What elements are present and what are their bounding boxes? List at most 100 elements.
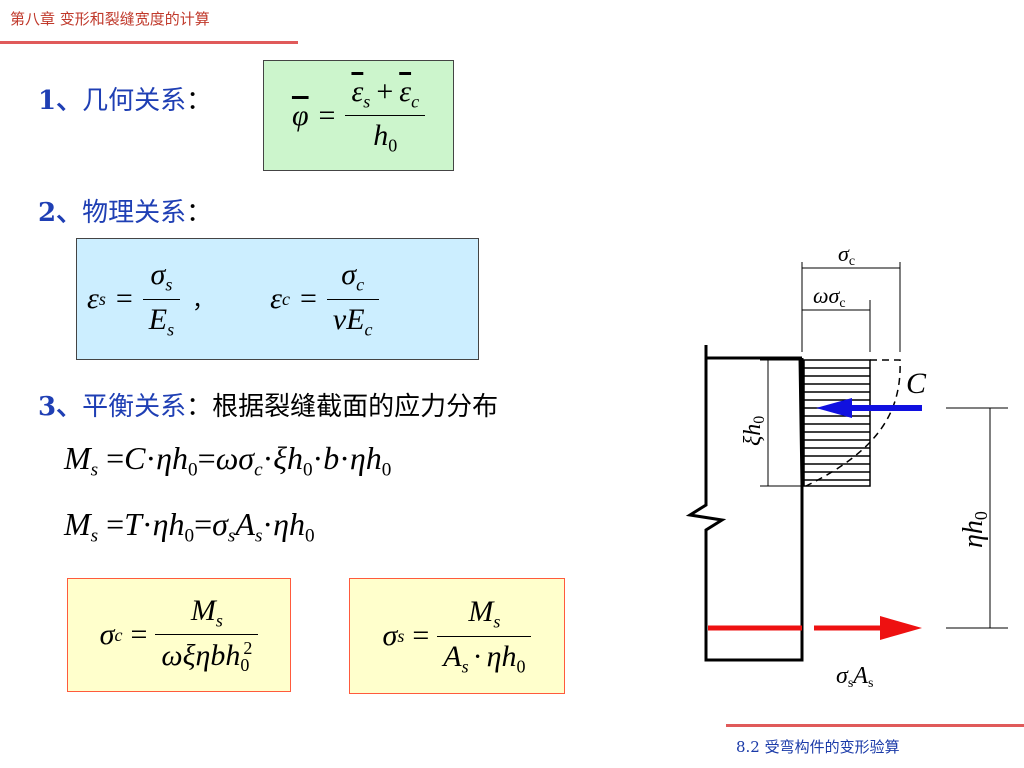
- section-2-heading: 2、物理关系：: [38, 192, 212, 229]
- eq: =: [115, 282, 133, 315]
- sub: s: [493, 611, 501, 632]
- omega-sigma-c-label: ωσc: [813, 283, 846, 311]
- section-3-text: 根据裂缝截面的应力分布: [212, 392, 499, 422]
- comma: ，: [192, 288, 215, 313]
- xi-h0-label: ξh0: [740, 416, 768, 446]
- eq: =: [130, 618, 148, 651]
- M: M: [190, 593, 216, 627]
- M: M: [64, 440, 91, 476]
- sub: s: [165, 274, 173, 295]
- eps: ε: [399, 74, 412, 108]
- actual-stress-curve: [805, 359, 901, 487]
- sub: 0: [388, 135, 398, 156]
- nu: ν: [332, 302, 347, 336]
- b: b: [210, 638, 226, 672]
- A: A: [235, 506, 255, 542]
- section-1-heading: 1、几何关系：: [38, 80, 212, 117]
- eps: ε: [270, 282, 282, 315]
- compression-arrowhead: [816, 398, 852, 418]
- h: h: [365, 440, 382, 476]
- eq: =: [106, 440, 125, 476]
- dot: ·: [145, 440, 157, 476]
- sub: 0: [304, 525, 315, 547]
- sub: c: [254, 459, 263, 481]
- steel-strain-fraction: σs Es: [142, 258, 181, 340]
- eq: =: [197, 440, 216, 476]
- sub: c: [364, 318, 373, 339]
- xi: ξ: [182, 638, 196, 672]
- eta: η: [486, 639, 502, 673]
- section-2-label: 物理关系: [82, 198, 187, 228]
- sigma-c-fraction: Ms ωξηbh02: [155, 593, 259, 676]
- xi: ξ: [273, 440, 287, 476]
- h: h: [172, 440, 189, 476]
- section-3-heading: 3、平衡关系：根据裂缝截面的应力分布: [38, 386, 498, 423]
- sub: s: [461, 655, 469, 676]
- sub: c: [281, 288, 290, 309]
- dot: ·: [312, 440, 324, 476]
- omega: ω: [161, 638, 183, 672]
- dot: ·: [141, 506, 153, 542]
- eq: =: [299, 282, 317, 315]
- h: h: [225, 638, 241, 672]
- sub: s: [363, 91, 371, 111]
- sub: s: [90, 459, 99, 481]
- sigma: σ: [150, 258, 166, 292]
- h: h: [288, 506, 305, 542]
- sub: s: [215, 610, 223, 631]
- sub: s: [227, 525, 236, 547]
- eq: =: [106, 506, 125, 542]
- sigma: σ: [382, 619, 398, 652]
- tension-arrowhead: [880, 616, 922, 640]
- eps: ε: [87, 282, 99, 315]
- sub: s: [397, 625, 405, 646]
- eps: ε: [351, 74, 364, 108]
- eq: =: [194, 506, 213, 542]
- sub: c: [114, 624, 123, 645]
- chapter-title: 第八章 变形和裂缝宽度的计算: [10, 10, 210, 28]
- sub: 0: [381, 459, 392, 481]
- A: A: [443, 639, 462, 673]
- section-2-number: 2、: [38, 198, 83, 228]
- dot: ·: [262, 440, 274, 476]
- sub: 0: [302, 459, 313, 481]
- eta: η: [152, 506, 169, 542]
- section-footer: 8.2 受弯构件的变形验算: [736, 738, 900, 756]
- sigma: σ: [341, 258, 357, 292]
- h: h: [501, 639, 517, 673]
- M: M: [468, 595, 494, 629]
- eta: η: [195, 638, 211, 672]
- sigma-s-As-label: σsAs: [836, 663, 873, 691]
- h: h: [286, 440, 303, 476]
- sup: 2: [243, 638, 253, 659]
- E: E: [346, 302, 365, 336]
- sub: c: [411, 91, 420, 111]
- geometry-formula-box: φ = εs+εc h0: [263, 60, 454, 171]
- dot: ·: [262, 506, 274, 542]
- section-1-colon: ：: [186, 86, 213, 116]
- sub: c: [356, 274, 365, 295]
- dot: ·: [472, 639, 483, 673]
- eta: η: [349, 440, 366, 476]
- sigma: σ: [212, 506, 228, 542]
- section-1-label: 几何关系: [82, 86, 187, 116]
- section-1-number: 1、: [38, 86, 83, 116]
- sub: s: [167, 318, 175, 339]
- geometry-fraction: εs+εc h0: [345, 74, 426, 157]
- omega: ω: [215, 440, 239, 476]
- concrete-strain-fraction: σc νEc: [326, 258, 379, 340]
- h: h: [168, 506, 185, 542]
- compression-force-label: C: [906, 367, 927, 400]
- eta: η: [156, 440, 173, 476]
- section-2-colon: ：: [186, 198, 213, 228]
- sigma: σ: [238, 440, 255, 476]
- sub: s: [98, 288, 106, 309]
- curvature-symbol: φ: [291, 98, 309, 132]
- header-rule: [0, 41, 298, 44]
- dot: ·: [339, 440, 350, 476]
- section-3-number: 3、: [38, 392, 83, 422]
- sub: 0: [184, 525, 195, 547]
- eta-h0-label: ηh0: [958, 511, 991, 548]
